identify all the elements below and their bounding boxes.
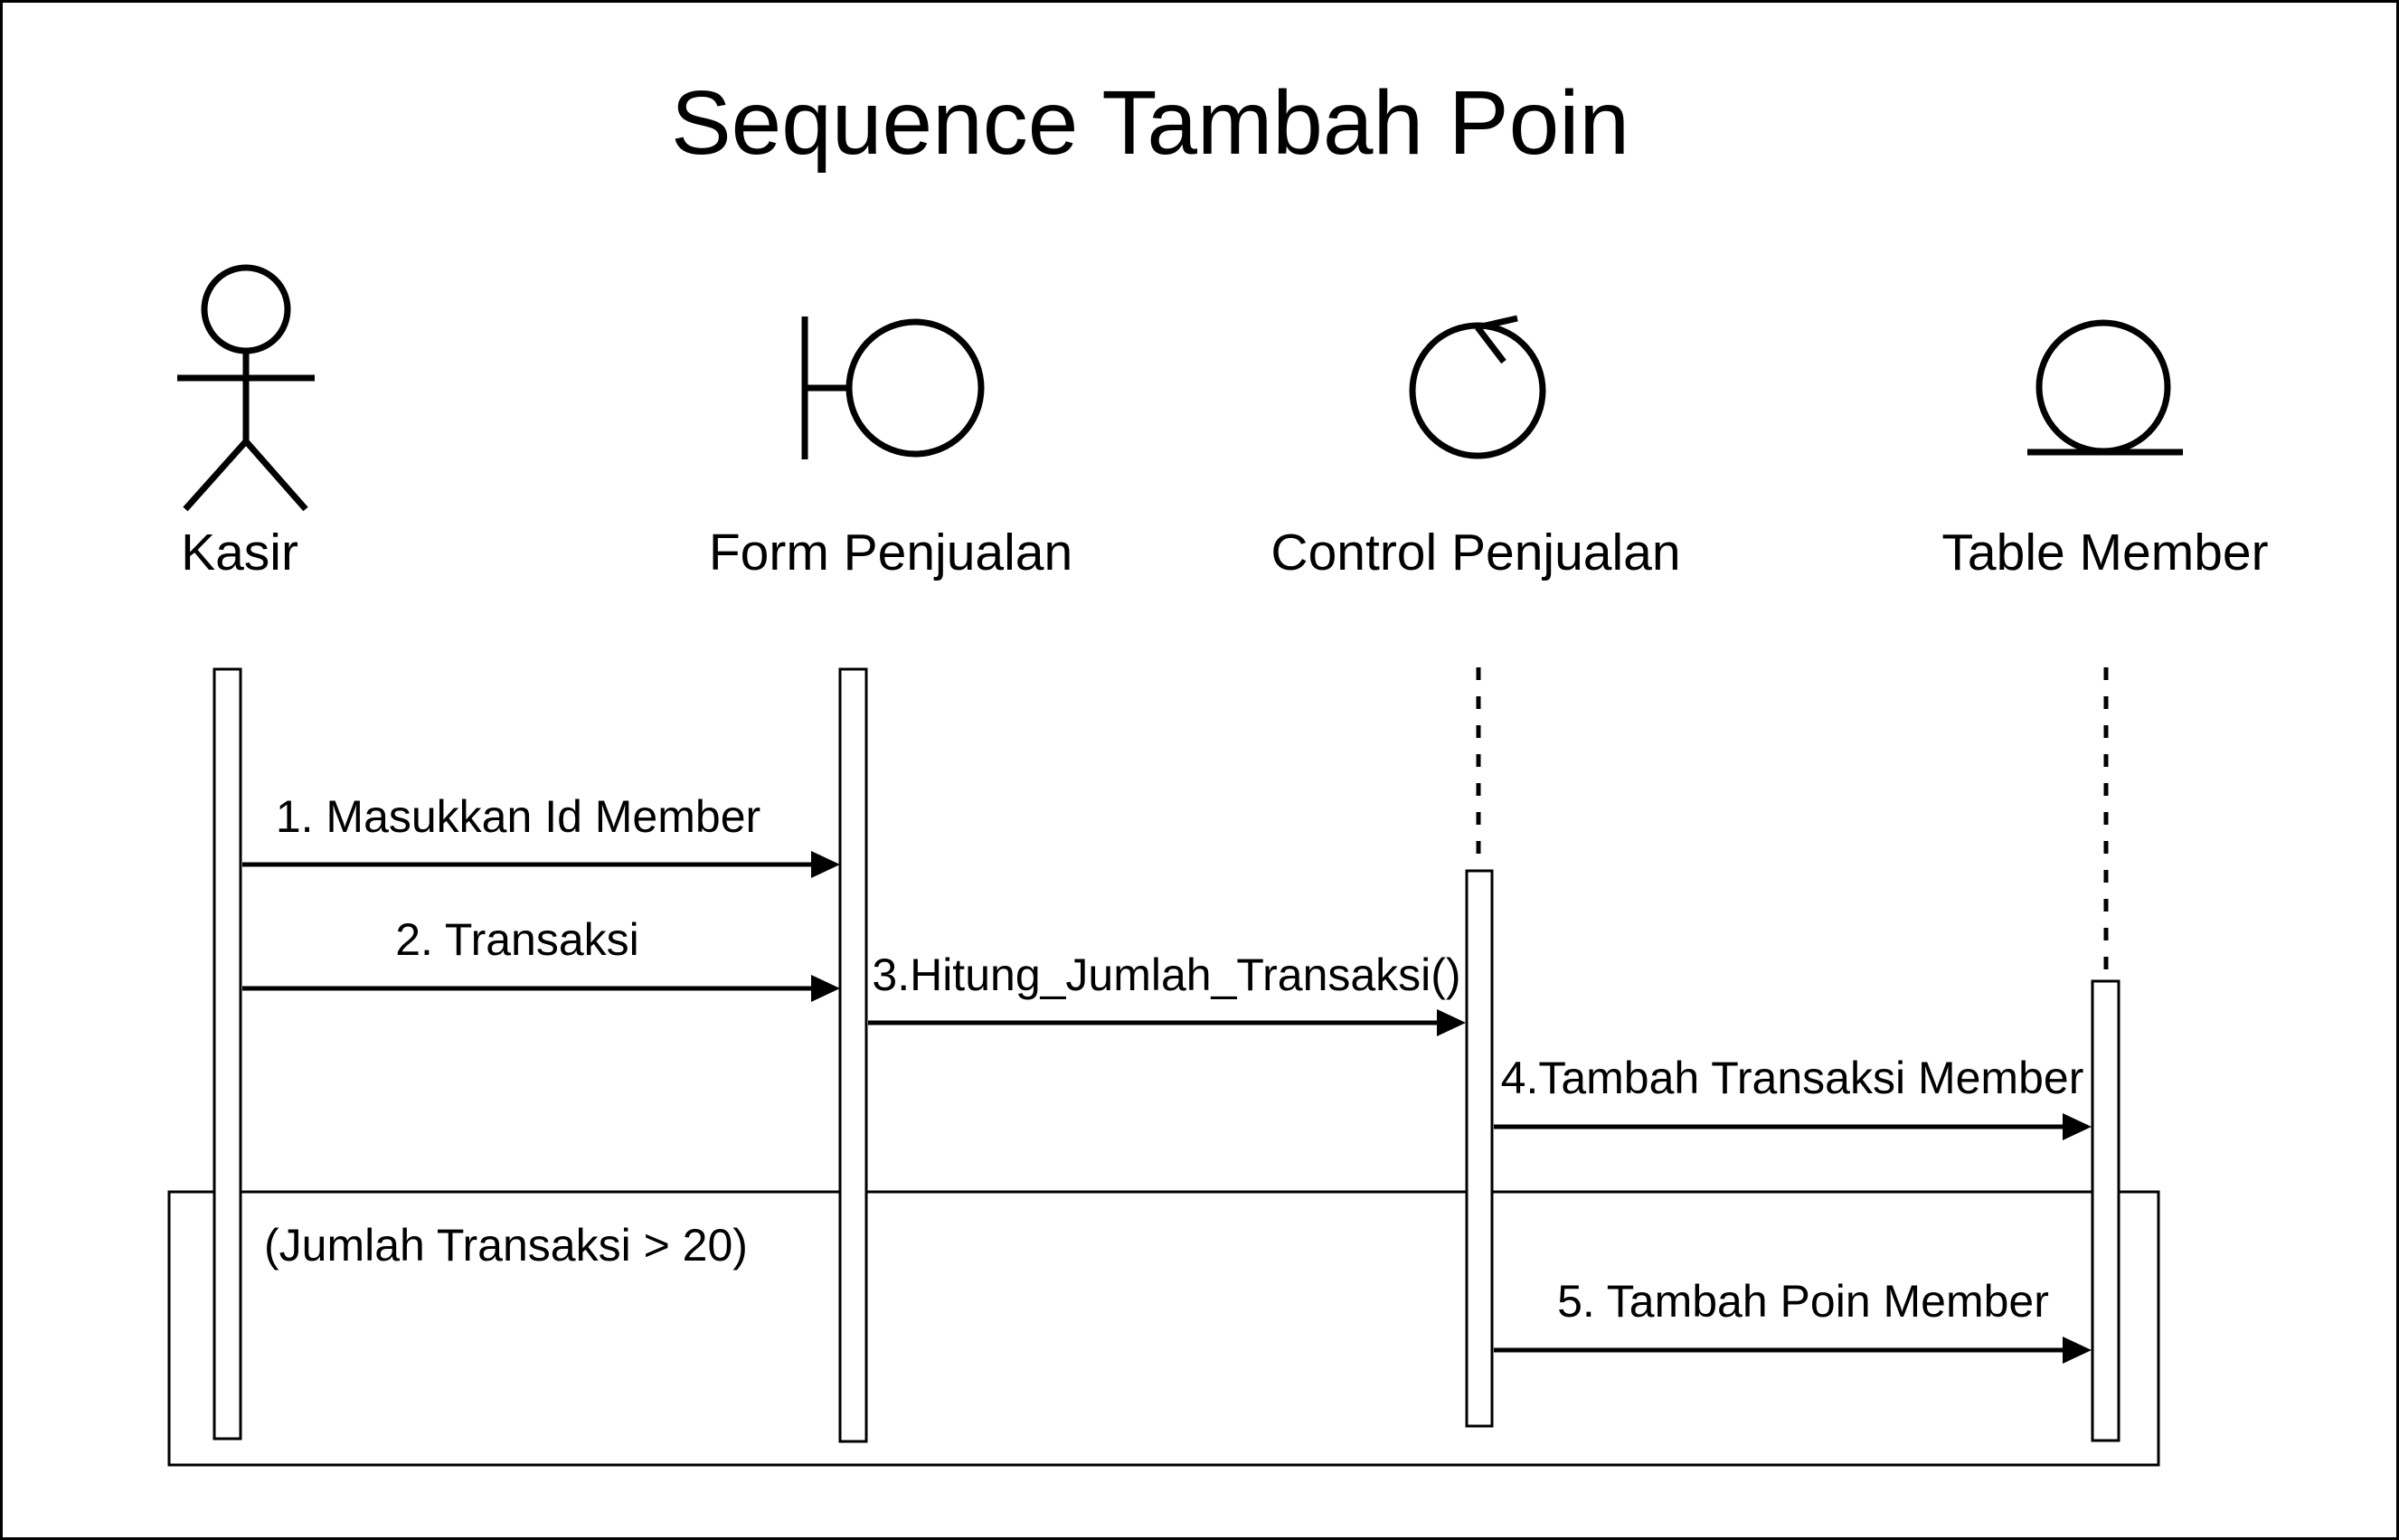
- fragment-box: [167, 1190, 2160, 1467]
- message-2: 2. Transaksi: [242, 914, 840, 1002]
- actor-icon: [177, 264, 315, 512]
- participant-label-table: Table Member: [1941, 524, 2268, 581]
- boundary-icon: [801, 317, 985, 459]
- participant-label-form: Form Penjualan: [709, 524, 1072, 581]
- participant-label-kasir: Kasir: [181, 524, 298, 581]
- message-label-1: 1. Masukkan Id Member: [276, 791, 760, 842]
- participant-label-control: Control Penjualan: [1270, 524, 1680, 581]
- activation-kasir: [213, 667, 242, 1441]
- message-1: 1. Masukkan Id Member: [242, 791, 840, 878]
- message-4: 4.Tambah Transaksi Member: [1494, 1053, 2092, 1140]
- diagram-title: Sequence Tambah Poin: [671, 72, 1629, 174]
- message-label-3: 3.Hitung_Jumlah_Transaksi(): [872, 950, 1460, 1000]
- fragment-guard: (Jumlah Transaksi > 20): [264, 1220, 748, 1271]
- entity-icon: [2027, 319, 2183, 456]
- activation-table: [2091, 979, 2120, 1442]
- control-icon: [1409, 315, 1546, 459]
- message-3: 3.Hitung_Jumlah_Transaksi(): [868, 950, 1466, 1036]
- message-5: 5. Tambah Poin Member: [1494, 1276, 2092, 1364]
- activation-control: [1465, 869, 1494, 1428]
- message-label-5: 5. Tambah Poin Member: [1557, 1276, 2049, 1327]
- message-label-2: 2. Transaksi: [395, 914, 639, 965]
- activation-form: [838, 667, 868, 1443]
- message-label-4: 4.Tambah Transaksi Member: [1501, 1053, 2084, 1103]
